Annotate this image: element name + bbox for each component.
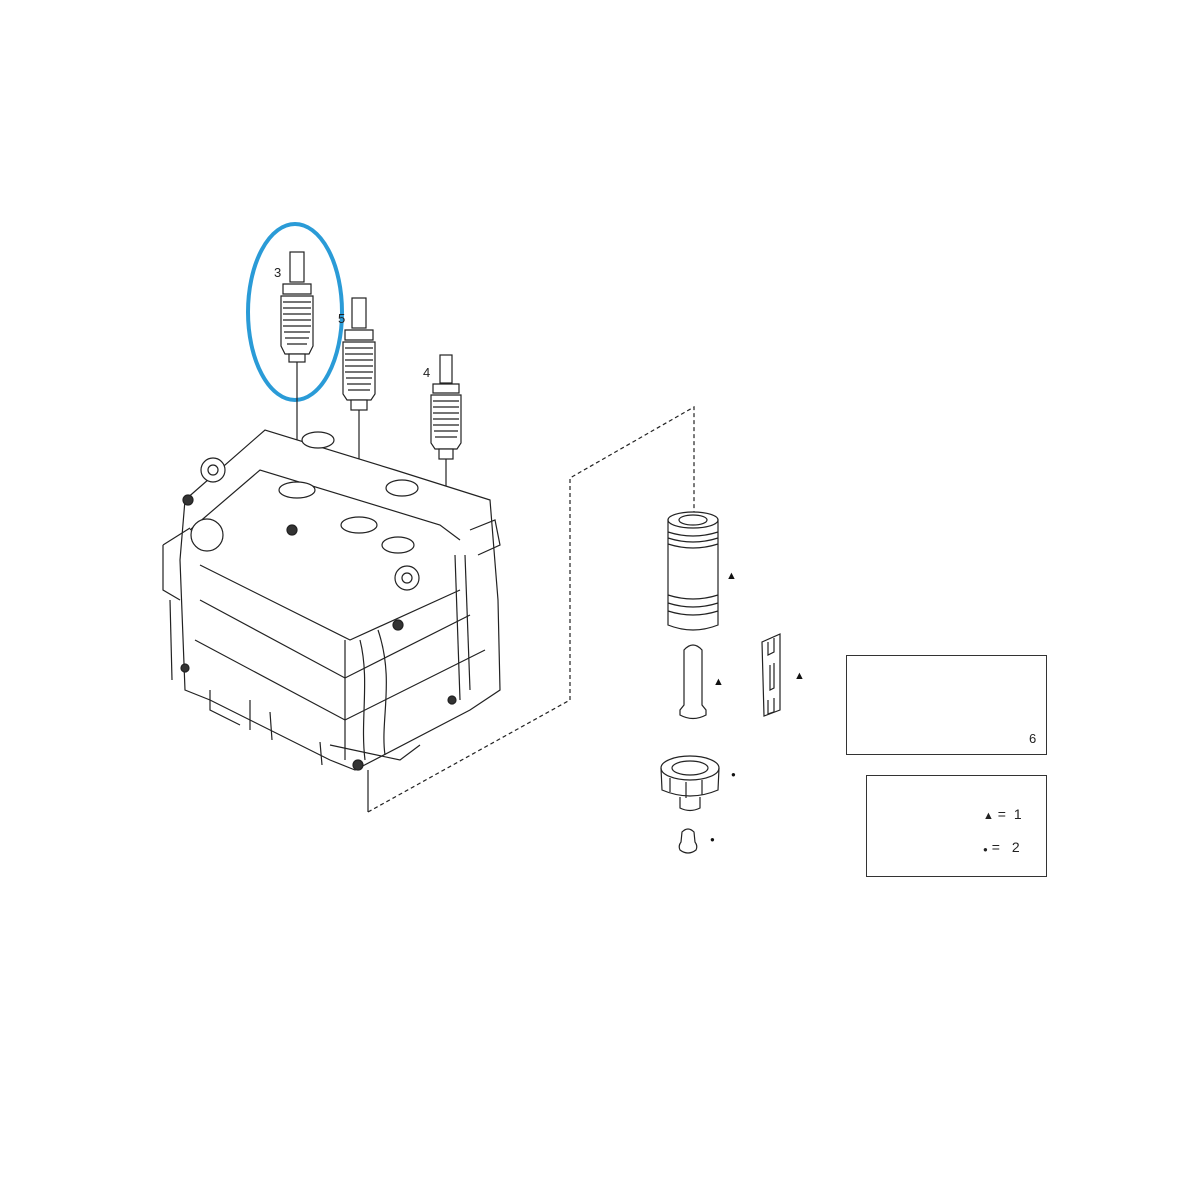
marker-clip: ▲ <box>794 670 805 682</box>
callout-5: 5 <box>338 311 346 326</box>
part-6-box: 6 <box>846 655 1047 755</box>
dashed-connector <box>367 405 695 813</box>
dot-icon: ● <box>983 845 988 854</box>
drain-plug[interactable] <box>678 828 698 854</box>
legend-triangle-row: ▲ = 1 <box>983 806 1022 822</box>
main-housing[interactable] <box>162 429 501 771</box>
marker-filter-cartridge: ▲ <box>726 570 737 582</box>
triangle-icon: ▲ <box>983 810 994 822</box>
retaining-clip[interactable] <box>761 633 781 717</box>
filter-cartridge[interactable] <box>667 511 719 631</box>
small-filter[interactable] <box>679 644 707 720</box>
legend-dot-row: ● = 2 <box>983 839 1020 855</box>
legend-dot-value: 2 <box>1011 839 1020 855</box>
quantity-legend-box: ▲ = 1 ● = 2 <box>866 775 1047 877</box>
marker-small-filter: ▲ <box>713 676 724 688</box>
marker-plug: ● <box>710 835 715 844</box>
callout-4: 4 <box>423 365 431 380</box>
part-4-sensor[interactable] <box>430 354 462 495</box>
legend-triangle-value: 1 <box>1013 806 1022 822</box>
callout-6: 6 <box>1029 731 1037 746</box>
marker-cap: ● <box>731 770 736 779</box>
part-5-sensor[interactable] <box>342 297 376 527</box>
part-3-sensor[interactable] <box>280 251 314 460</box>
highlight-ellipse <box>246 222 344 402</box>
callout-3: 3 <box>274 265 282 280</box>
filter-cap[interactable] <box>660 755 720 812</box>
